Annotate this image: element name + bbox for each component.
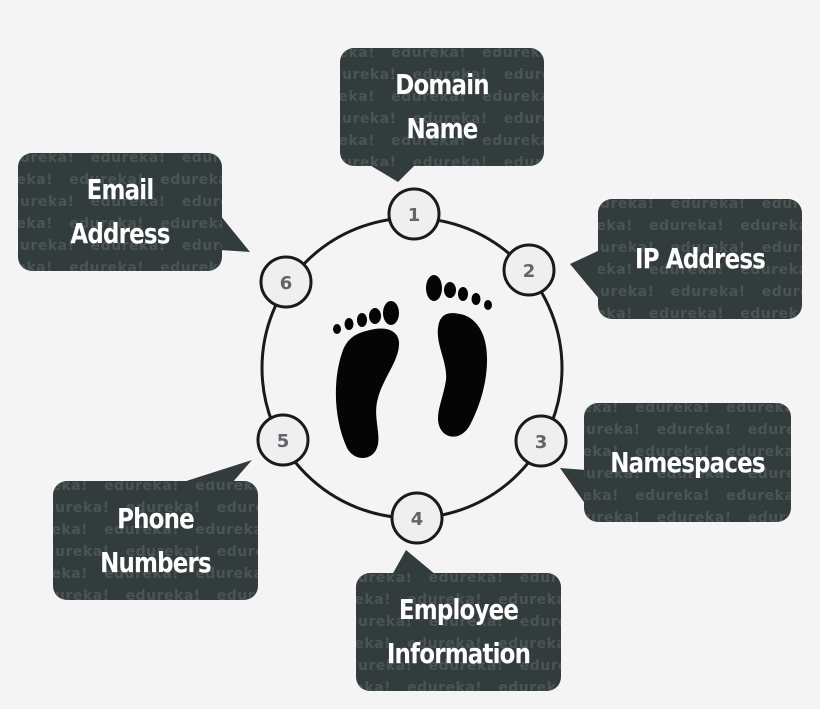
right-footprint [426,275,492,437]
node-4-number: 4 [411,509,424,530]
bubble-tail-1 [368,164,416,182]
left-footprint [333,301,400,459]
callout-label: Phone Numbers [100,501,212,579]
node-1-number: 1 [408,205,421,226]
node-1: 1 [387,187,441,241]
footprints-icon [333,275,492,459]
callout-phone-numbers: edureka! edureka! edureka! edureka! edur… [53,481,258,600]
callout-employee-information: edureka! edureka! edureka! edureka! edur… [356,573,561,691]
node-2: 2 [502,243,556,297]
bubble-tail-3 [560,468,586,505]
callout-namespaces: edureka! edureka! edureka! edureka! edur… [584,403,791,522]
bubble-tail-5 [180,460,252,483]
bubble-tail-2 [570,250,600,300]
node-5-number: 5 [277,431,290,452]
callout-label: Employee Information [386,593,531,670]
callout-domain-name: edureka! edureka! edureka! edureka! edur… [340,48,544,166]
callout-label: IP Address [634,242,766,275]
node-3: 3 [514,414,568,468]
callout-ip-address: edureka! edureka! edureka! edureka! edur… [598,199,802,319]
node-3-number: 3 [535,432,548,453]
node-4: 4 [390,491,444,545]
callout-email-address: edureka! edureka! edureka! edureka! edur… [18,153,222,271]
callout-label: Domain Name [395,68,489,145]
node-6: 6 [259,255,313,309]
node-6-number: 6 [280,273,293,294]
bubble-tail-4 [392,550,436,575]
node-5: 5 [256,413,310,467]
callout-label: Email Address [70,173,170,250]
node-2-number: 2 [523,261,536,282]
bubble-tail-6 [220,215,250,252]
callout-label: Namespaces [610,445,765,479]
